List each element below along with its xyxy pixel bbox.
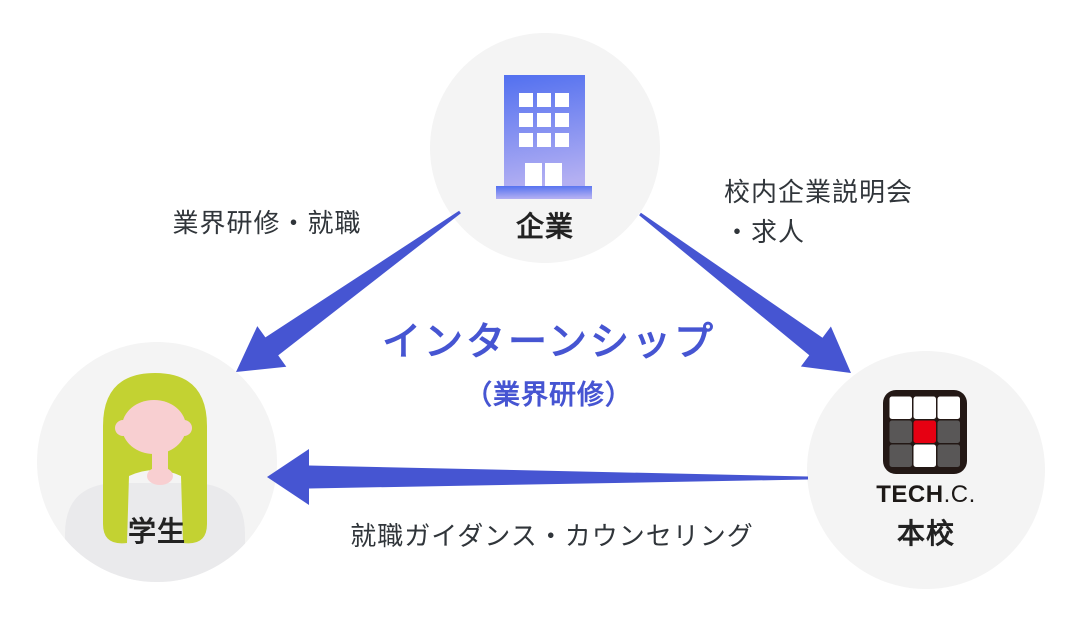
node-school: TECH.C. 本校 <box>807 351 1045 589</box>
logo-text-rest: .C. <box>943 481 976 508</box>
avatar-face <box>122 400 186 454</box>
techc-logo-icon <box>883 390 967 474</box>
edge-label-company-to-school-line1: 校内企業説明会 <box>724 177 914 207</box>
node-company: 企業 <box>430 33 660 263</box>
edge-label-school-to-student: 就職ガイダンス・カウンセリング <box>350 521 754 551</box>
logo-text-bold: TECH <box>876 481 944 508</box>
techc-logo-text: TECH.C. <box>807 481 1045 509</box>
building-icon <box>496 75 592 199</box>
center-title-sub: （業界研修） <box>465 379 633 410</box>
student-avatar-icon <box>65 373 245 582</box>
center-title: インターンシップ （業界研修） <box>299 320 799 412</box>
arrow-school-to-student <box>267 449 808 505</box>
node-student: 学生 <box>37 342 277 582</box>
center-title-main: インターンシップ <box>381 321 717 364</box>
edge-label-company-to-student: 業界研修・就職 <box>172 208 362 238</box>
edge-label-company-to-school-line2: ・求人 <box>724 217 806 247</box>
avatar-neck-base <box>147 467 173 485</box>
student-label: 学生 <box>127 516 186 547</box>
company-label: 企業 <box>515 211 574 242</box>
edge-label-company-to-school: 校内企業説明会 ・求人 <box>724 172 913 252</box>
school-label: 本校 <box>896 518 955 549</box>
